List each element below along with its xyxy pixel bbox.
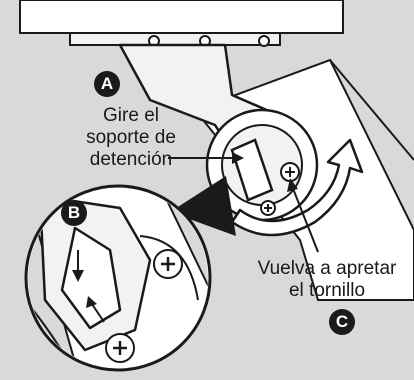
- step-badge-c: C: [329, 309, 355, 335]
- detail-arrow-2-head: [86, 296, 97, 308]
- door-screw: [260, 200, 276, 216]
- label-gire-line-3: detención: [89, 149, 173, 170]
- leader-gire-arrowhead: [232, 152, 244, 164]
- door-edge: [329, 59, 414, 161]
- hinge-plate: [69, 32, 281, 46]
- stop-bracket: [230, 138, 274, 202]
- step-badge-b: B: [61, 200, 87, 226]
- phillips-screw-icon: [105, 333, 135, 363]
- label-rotate-stop-bracket: Gire el soporte de detención: [76, 105, 186, 171]
- label-gire-line-1: Gire el: [103, 105, 159, 126]
- curved-arrow-icon: [230, 138, 364, 237]
- label-retighten-screw: Vuelva a apretar el tornillo: [242, 258, 412, 302]
- leader-vuelva: [291, 185, 319, 253]
- callout-wedge: [170, 176, 236, 236]
- detail-arrow-1-head: [72, 270, 84, 282]
- detail-arrow-2: [91, 303, 105, 323]
- detail-screw-upper: [153, 249, 183, 279]
- label-gire-line-2: soporte de: [86, 127, 176, 148]
- detail-magnifier: [24, 184, 212, 372]
- leader-vuelva-arrowhead: [287, 178, 298, 192]
- cabinet-body: [19, 0, 344, 34]
- label-vuelva-line-2: el tornillo: [288, 280, 366, 301]
- step-badge-a: A: [94, 71, 120, 97]
- label-vuelva-line-1: Vuelva a apretar: [257, 258, 397, 279]
